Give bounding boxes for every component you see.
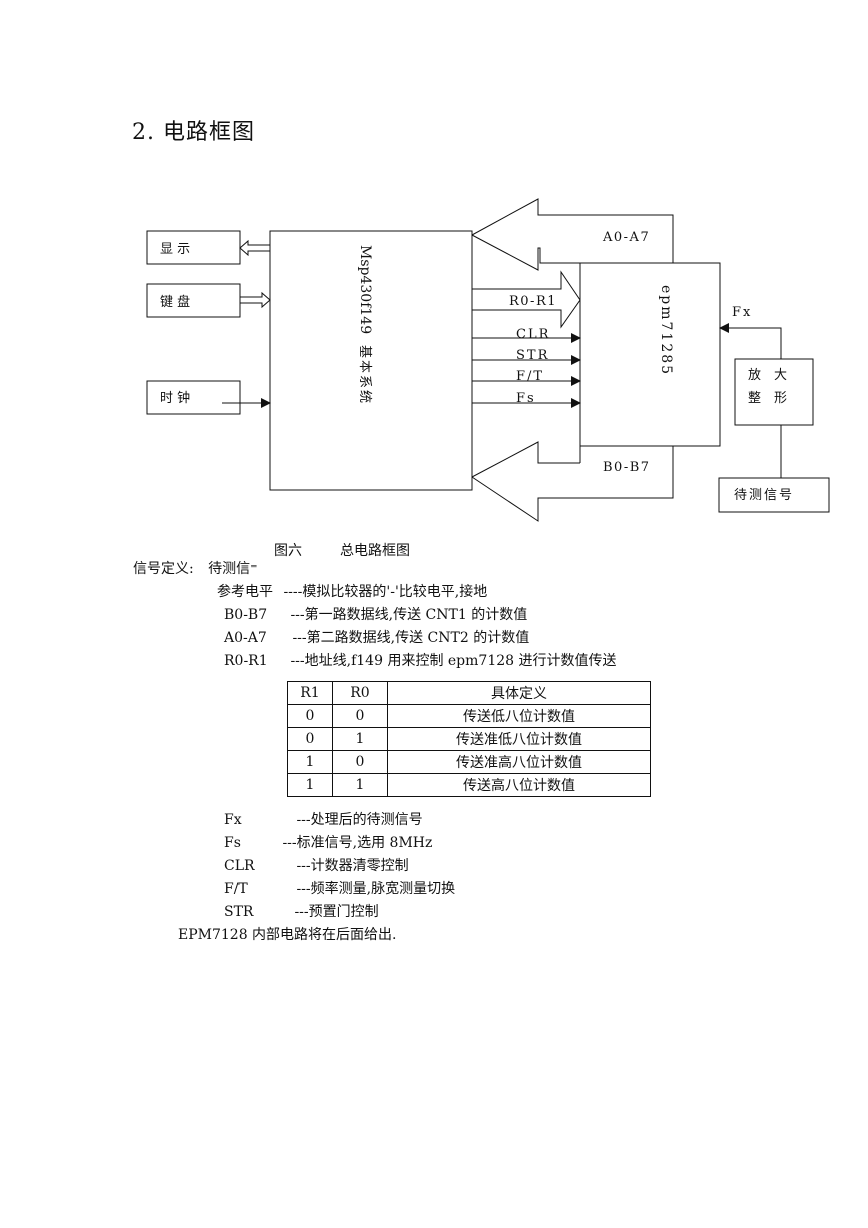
table-row: 1 1 传送高八位计数值 (287, 773, 651, 797)
table-cell: 0 (287, 704, 333, 728)
fx-label: Fx (732, 305, 752, 320)
def-key: B0-B7 (224, 607, 268, 623)
display-label: 显 示 (160, 242, 190, 257)
def-key: R0-R1 (224, 653, 268, 669)
table-header: R1 (287, 681, 333, 705)
definitions-header: 信号定义: 待测信⁼ (133, 558, 258, 578)
table-cell: 1 (332, 727, 388, 751)
def-desc: ----模拟比较器的'-'比较电平,接地 (283, 584, 488, 600)
signal-desc: ---预置门控制 (294, 904, 379, 920)
msp-sub-label: 基本系统 (357, 345, 372, 405)
keyboard-label: 键 盘 (160, 294, 190, 310)
def-key: 参考电平 (217, 584, 273, 600)
msp-label: Msp430f149 (357, 245, 373, 334)
clock-label: 时 钟 (160, 390, 190, 406)
def-row: A0-A7 ---第二路数据线,传送 CNT2 的计数值 (224, 627, 529, 647)
a-bus-arrow (471, 198, 720, 271)
signal-desc: ---标准信号,选用 8MHz (282, 835, 433, 851)
str-label: STR (516, 348, 549, 363)
definitions-title: 信号定义: (133, 561, 194, 577)
clr-label: CLR (516, 327, 550, 342)
table-cell: 0 (287, 727, 333, 751)
ft-label: F/T (516, 369, 544, 384)
r-bus-arrow (472, 270, 581, 329)
display-arrow (239, 239, 270, 257)
def-desc: ---地址线,f149 用来控制 epm7128 进行计数值传送 (290, 653, 617, 669)
amp-label-2: 整 形 (748, 391, 787, 406)
r-bus-label: R0-R1 (509, 294, 557, 309)
clock-box (146, 380, 241, 415)
table-row: 1 0 传送准高八位计数值 (287, 750, 651, 774)
figure-name: 总电路框图 (340, 543, 410, 559)
section-title: 2. 电路框图 (132, 120, 255, 145)
signal-desc: ---频率测量,脉宽测量切换 (296, 881, 456, 897)
signal-desc: ---计数器清零控制 (296, 858, 409, 874)
table-cell: 1 (332, 773, 388, 797)
signal-row: Fs ---标准信号,选用 8MHz (224, 832, 432, 852)
def-row: B0-B7 ---第一路数据线,传送 CNT1 的计数值 (224, 604, 527, 624)
signal-row: Fx ---处理后的待测信号 (224, 809, 423, 829)
table-header: R0 (332, 681, 388, 705)
table-cell: 1 (287, 750, 333, 774)
amplifier-box (734, 358, 814, 426)
table-cell: 传送高八位计数值 (387, 773, 651, 797)
b-bus-label: B0-B7 (603, 460, 651, 475)
figure-caption: 图六 总电路框图 (274, 540, 410, 560)
signal-key: Fx (224, 812, 242, 828)
epm-label: epm71285 (658, 285, 674, 376)
def-desc: ---第一路数据线,传送 CNT1 的计数值 (290, 607, 528, 623)
signal-box (718, 477, 830, 513)
table-cell: 传送准高八位计数值 (387, 750, 651, 774)
keyboard-box (146, 283, 241, 318)
table-cell: 传送准低八位计数值 (387, 727, 651, 751)
def-row: R0-R1 ---地址线,f149 用来控制 epm7128 进行计数值传送 (224, 650, 617, 670)
signal-key: F/T (224, 881, 248, 897)
table-cell: 0 (332, 704, 388, 728)
table-cell: 传送低八位计数值 (387, 704, 651, 728)
table-header-row: R1 R0 具体定义 (287, 681, 651, 705)
keyboard-arrow (240, 291, 271, 309)
table-header: 具体定义 (387, 681, 651, 705)
fx-line (719, 323, 782, 359)
def-key: A0-A7 (224, 630, 267, 646)
signal-key: Fs (224, 835, 241, 851)
signal-row: STR ---预置门控制 (224, 901, 379, 921)
signal-row: CLR ---计数器清零控制 (224, 855, 409, 875)
a-bus-label: A0-A7 (602, 230, 650, 245)
def-row: 参考电平 ----模拟比较器的'-'比较电平,接地 (217, 581, 487, 601)
signal-key: STR (224, 904, 254, 920)
signal-label: 待测信号 (734, 488, 794, 503)
table-cell: 1 (287, 773, 333, 797)
fs-label: Fs (516, 391, 536, 406)
signal-row: F/T ---频率测量,脉宽测量切换 (224, 878, 455, 898)
footer-note: EPM7128 内部电路将在后面给出. (178, 927, 397, 943)
definitions-first-item: 待测信⁼ (208, 561, 258, 577)
table-row: 0 0 传送低八位计数值 (287, 704, 651, 728)
signal-key: CLR (224, 858, 255, 874)
table-row: 0 1 传送准低八位计数值 (287, 727, 651, 751)
b-bus-arrow (471, 441, 674, 522)
figure-number: 图六 (274, 543, 302, 559)
epm-box (579, 262, 721, 447)
amp-label-1: 放 大 (748, 368, 787, 383)
table-cell: 0 (332, 750, 388, 774)
signal-desc: ---处理后的待测信号 (296, 812, 423, 828)
def-desc: ---第二路数据线,传送 CNT2 的计数值 (292, 630, 530, 646)
address-table: R1 R0 具体定义 0 0 传送低八位计数值 0 1 传送准低八位计数值 1 … (287, 681, 651, 797)
circuit-block-diagram: 显 示 键 盘 时 钟 Msp430f149 基本系统 epm71285 A0-… (146, 198, 830, 522)
